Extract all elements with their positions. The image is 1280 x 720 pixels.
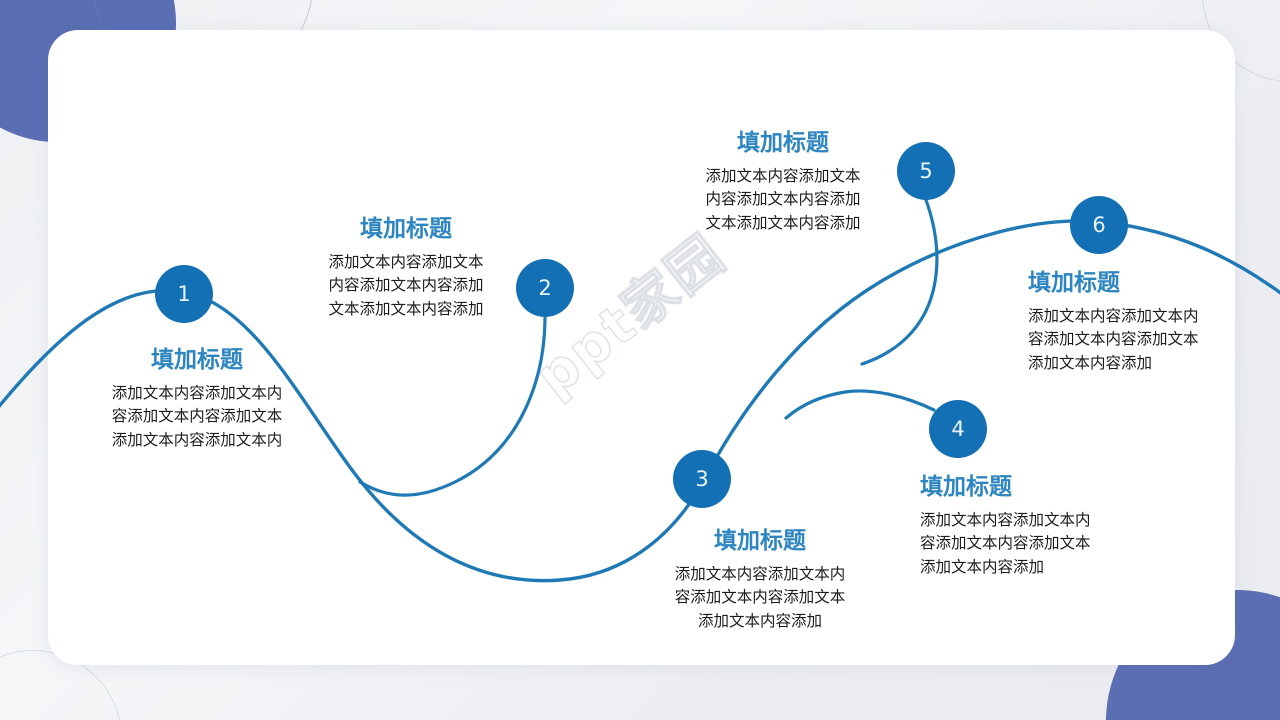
timeline-node-3-number: 3: [695, 466, 709, 491]
timeline-title-3: 填加标题: [714, 528, 806, 554]
timeline-text-block-5: 填加标题 添加文本内容添加文本 内容添加文本内容添加 文本添加文本内容添加: [680, 130, 886, 235]
timeline-body-6: 添加文本内容添加文本内 容添加文本内容添加文本 添加文本内容添加: [1028, 306, 1199, 372]
timeline-title-4: 填加标题: [920, 474, 1012, 500]
timeline-node-4-number: 4: [951, 416, 965, 441]
timeline-title-5: 填加标题: [737, 130, 829, 156]
timeline-node-1[interactable]: 1: [155, 265, 213, 323]
timeline-text-block-1: 填加标题 添加文本内容添加文本内 容添加文本内容添加文本 添加文本内容添加文本内: [82, 347, 312, 452]
timeline-text-block-6: 填加标题 添加文本内容添加文本内 容添加文本内容添加文本 添加文本内容添加: [1028, 270, 1254, 375]
timeline-body-5: 添加文本内容添加文本 内容添加文本内容添加 文本添加文本内容添加: [705, 166, 861, 232]
timeline-title-2: 填加标题: [360, 216, 452, 242]
timeline-node-1-number: 1: [177, 281, 191, 306]
timeline-node-5[interactable]: 5: [897, 142, 955, 200]
timeline-body-3: 添加文本内容添加文本内 容添加文本内容添加文本 添加文本内容添加: [674, 564, 846, 630]
timeline-text-block-2: 填加标题 添加文本内容添加文本 内容添加文本内容添加 文本添加文本内容添加: [303, 216, 509, 321]
timeline-title-6: 填加标题: [1028, 270, 1120, 296]
timeline-body-2: 添加文本内容添加文本 内容添加文本内容添加 文本添加文本内容添加: [328, 252, 484, 318]
timeline-node-6[interactable]: 6: [1070, 196, 1128, 254]
timeline-node-2-number: 2: [538, 275, 552, 300]
timeline-body-1: 添加文本内容添加文本内 容添加文本内容添加文本 添加文本内容添加文本内: [111, 383, 283, 449]
timeline-node-3[interactable]: 3: [673, 450, 731, 508]
timeline-node-5-number: 5: [919, 158, 933, 183]
timeline-node-2[interactable]: 2: [516, 259, 574, 317]
timeline-body-4: 添加文本内容添加文本内 容添加文本内容添加文本 添加文本内容添加: [920, 510, 1091, 576]
timeline-node-4[interactable]: 4: [929, 400, 987, 458]
timeline-title-1: 填加标题: [151, 347, 243, 373]
timeline-text-block-3: 填加标题 添加文本内容添加文本内 容添加文本内容添加文本 添加文本内容添加: [645, 528, 875, 633]
timeline-node-6-number: 6: [1092, 212, 1106, 237]
timeline-text-block-4: 填加标题 添加文本内容添加文本内 容添加文本内容添加文本 添加文本内容添加: [920, 474, 1146, 579]
